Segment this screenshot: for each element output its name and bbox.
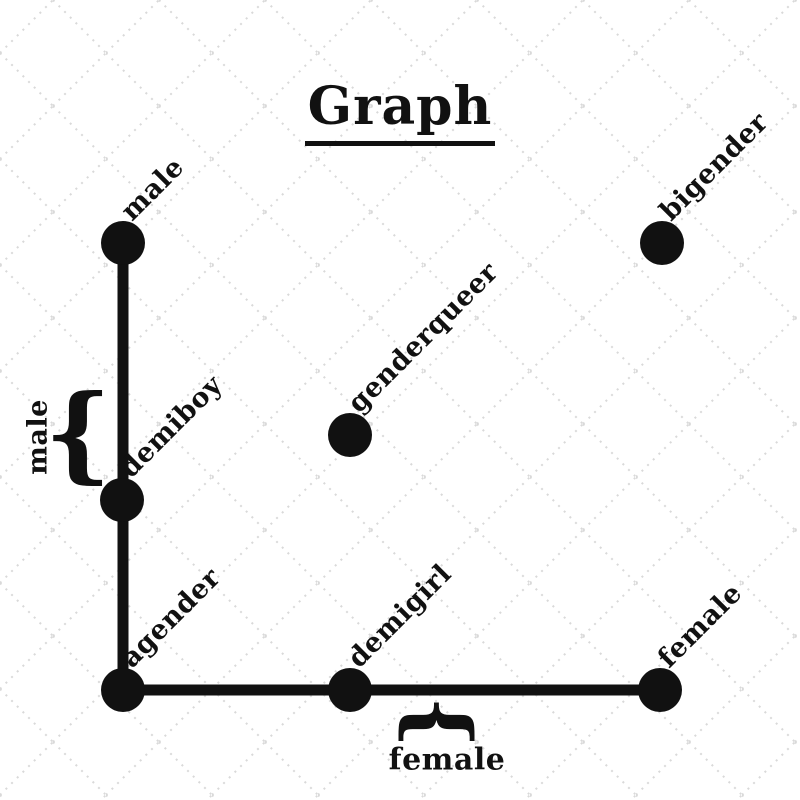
node-label: female <box>652 577 749 674</box>
node-dot <box>328 413 372 457</box>
node-dot <box>638 668 682 712</box>
node-dot <box>328 668 372 712</box>
y-axis-label: male <box>22 399 54 475</box>
x-axis-brace-icon: { <box>392 695 488 749</box>
node-dot <box>100 478 144 522</box>
node-label: genderqueer <box>342 256 505 419</box>
node-label: male <box>115 151 191 227</box>
page-title-text: Graph <box>304 76 496 146</box>
node-label: agender <box>115 562 227 674</box>
x-axis-label: female <box>388 742 506 778</box>
y-axis-brace-icon: { <box>44 370 112 494</box>
node-dot <box>101 668 145 712</box>
node-label: demigirl <box>342 558 458 674</box>
node-label: demiboy <box>114 369 229 484</box>
node-dot <box>101 221 145 265</box>
page-title: Graph <box>0 76 800 146</box>
node-dot <box>640 221 684 265</box>
